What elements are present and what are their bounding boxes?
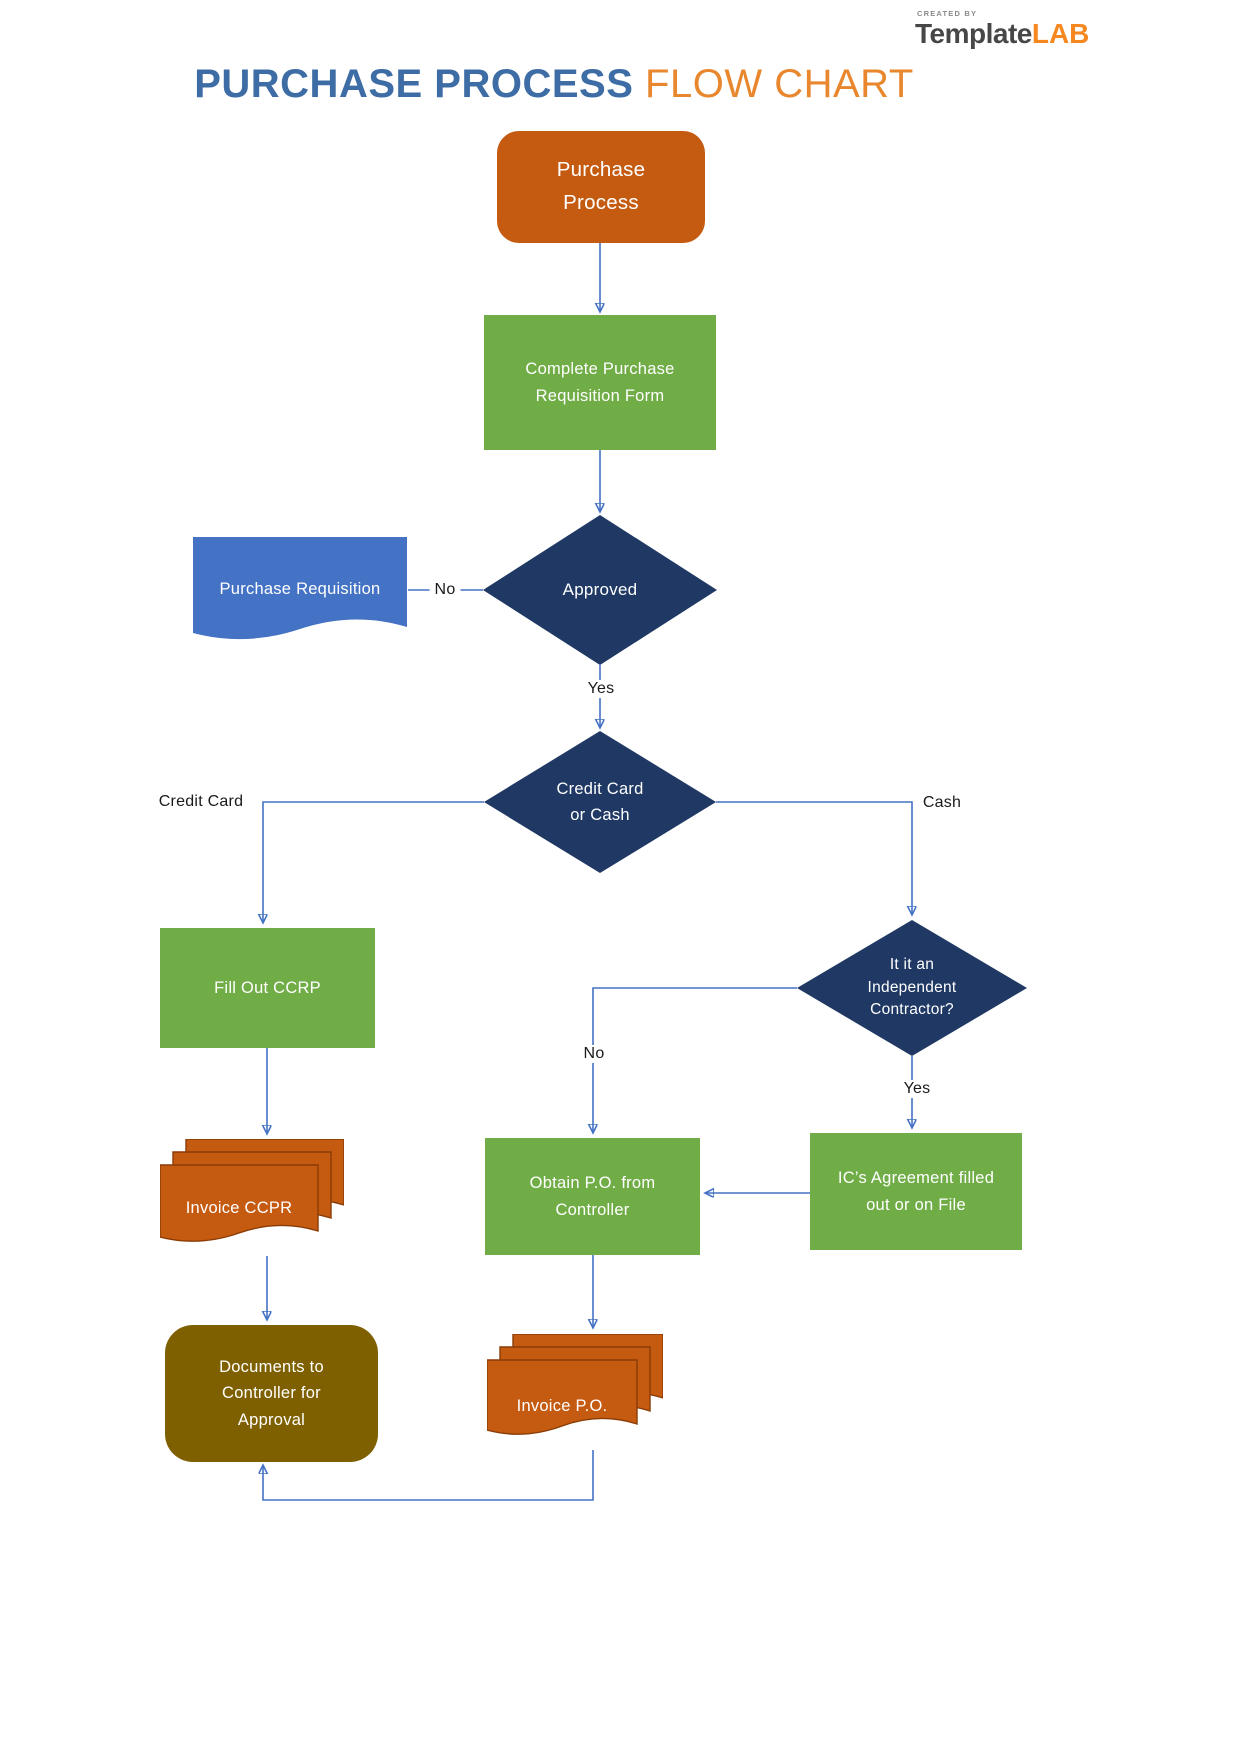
node-independent-contractor-label: It it an Independent Contractor? [867, 956, 957, 1019]
document-stack-shape [160, 1139, 344, 1242]
logo-wordmark: TemplateLAB [915, 18, 1089, 49]
node-obtain-po-label: Obtain P.O. from Controller [529, 1174, 656, 1219]
edge-label-approved-yes: Yes [582, 680, 620, 698]
node-credit-card-or-cash-label: Credit Card or Cash [556, 779, 644, 824]
node-obtain-po-from-controller: Obtain P.O. from Controller [485, 1138, 700, 1255]
node-invoice-ccpr-stack: Invoice CCPR [160, 1139, 344, 1255]
edge-cccash-to-contractor [716, 801, 912, 914]
edge-label-approved-no: No [429, 581, 461, 599]
node-ic-agreement-label: IC’s Agreement filled out or on File [837, 1169, 995, 1214]
node-purchase-process-label: Purchase Process [556, 158, 646, 214]
node-complete-requisition-form-label: Complete Purchase Requisition Form [525, 360, 675, 405]
edge-label-contractor-yes: Yes [898, 1080, 936, 1098]
node-purchase-requisition-label: Purchase Requisition [219, 579, 381, 598]
node-invoice-po-label: Invoice P.O. [516, 1396, 608, 1415]
node-purchase-requisition-document: Purchase Requisition [193, 537, 407, 655]
edge-label-credit-card: Credit Card [153, 793, 249, 811]
page-title: PURCHASE PROCESS FLOW CHART [0, 62, 1240, 107]
node-ic-agreement: IC’s Agreement filled out or on File [810, 1133, 1022, 1250]
node-fill-out-ccrp: Fill Out CCRP [160, 928, 375, 1048]
document-shape [193, 537, 407, 640]
node-purchase-process: Purchase Process [497, 131, 705, 243]
node-invoice-ccpr-label: Invoice CCPR [185, 1198, 293, 1217]
logo-lab-text: LAB [1031, 17, 1090, 49]
node-fill-out-ccrp-label: Fill Out CCRP [214, 978, 321, 997]
node-invoice-po-stack: Invoice P.O. [487, 1334, 663, 1448]
edge-label-cash: Cash [917, 794, 967, 812]
logo-created-by: CREATED BY [917, 9, 978, 18]
templatelab-logo: CREATED BY TemplateLAB [915, 10, 1089, 48]
logo-template-text: Template [915, 17, 1032, 49]
page-title-secondary: FLOW CHART [645, 62, 914, 106]
edge-contractor-to-obtainpo [593, 987, 797, 1132]
node-documents-to-controller-label: Documents to Controller for Approval [219, 1357, 324, 1429]
edge-cccash-to-fillccrp [263, 801, 484, 922]
node-documents-to-controller: Documents to Controller for Approval [165, 1325, 378, 1462]
edge-invoicepo-to-docs [263, 1450, 594, 1501]
edge-label-contractor-no: No [578, 1045, 610, 1063]
node-approved-decision-label: Approved [562, 580, 638, 600]
node-complete-requisition-form: Complete Purchase Requisition Form [484, 315, 716, 450]
document-stack-shape [487, 1334, 663, 1435]
page-title-primary: PURCHASE PROCESS [194, 62, 634, 106]
